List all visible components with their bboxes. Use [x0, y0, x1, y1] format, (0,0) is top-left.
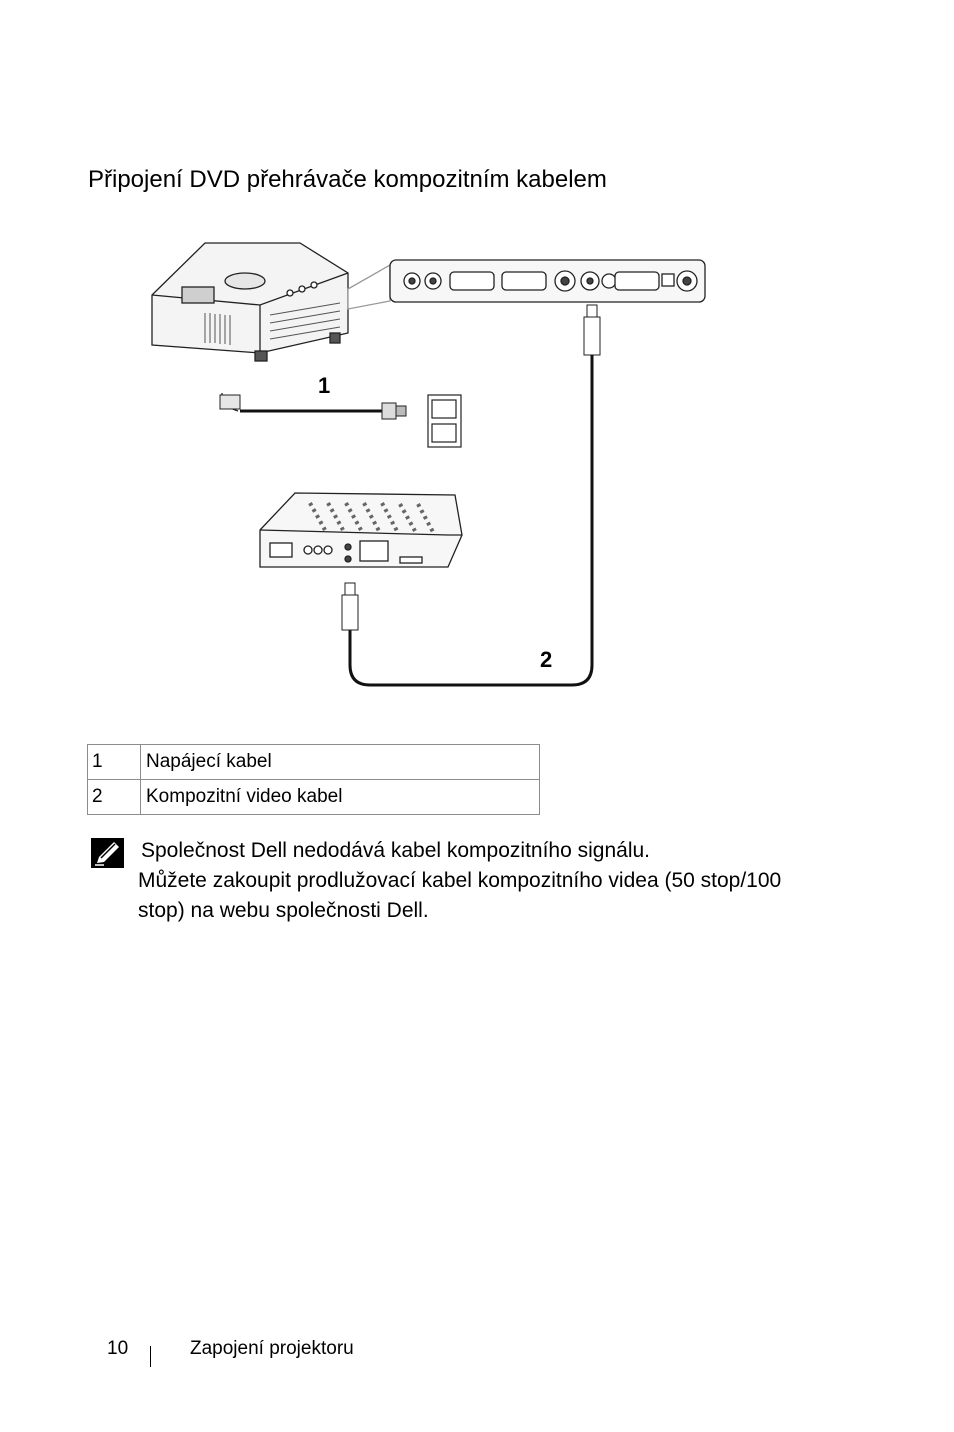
power-cable [219, 393, 407, 420]
footer-divider [150, 1346, 151, 1367]
dvd-player-illustration [259, 492, 463, 568]
table-row: 2 Kompozitní video kabel [87, 779, 540, 815]
legend-number: 2 [87, 779, 141, 815]
legend-label: Napájecí kabel [140, 744, 540, 780]
note-line-rest: Můžete zakoupit prodlužovací kabel kompo… [138, 869, 782, 922]
footer-section-title: Zapojení projektoru [190, 1338, 354, 1359]
table-row: 1 Napájecí kabel [87, 744, 540, 780]
legend-label: Kompozitní video kabel [140, 779, 540, 815]
page-title: Připojení DVD přehrávače kompozitním kab… [88, 166, 607, 193]
composite-video-cable [341, 304, 601, 687]
projector-illustration [151, 242, 391, 362]
legend-number: 1 [87, 744, 141, 780]
connection-diagram: 1 2 [151, 242, 706, 687]
page-number: 10 [107, 1338, 129, 1359]
page-footer: 10 Zapojení projektoru [0, 1338, 954, 1368]
callout-1: 1 [318, 373, 330, 398]
note-pencil-icon [91, 838, 124, 868]
note-text: Společnost Dell nedodává kabel kompozitn… [138, 836, 788, 926]
projector-rear-panel [389, 259, 706, 303]
callout-2: 2 [540, 647, 552, 672]
legend-table: 1 Napájecí kabel 2 Kompozitní video kabe… [87, 744, 540, 815]
wall-outlet [427, 394, 462, 448]
note-line-1: Společnost Dell nedodává kabel kompozitn… [141, 839, 650, 862]
